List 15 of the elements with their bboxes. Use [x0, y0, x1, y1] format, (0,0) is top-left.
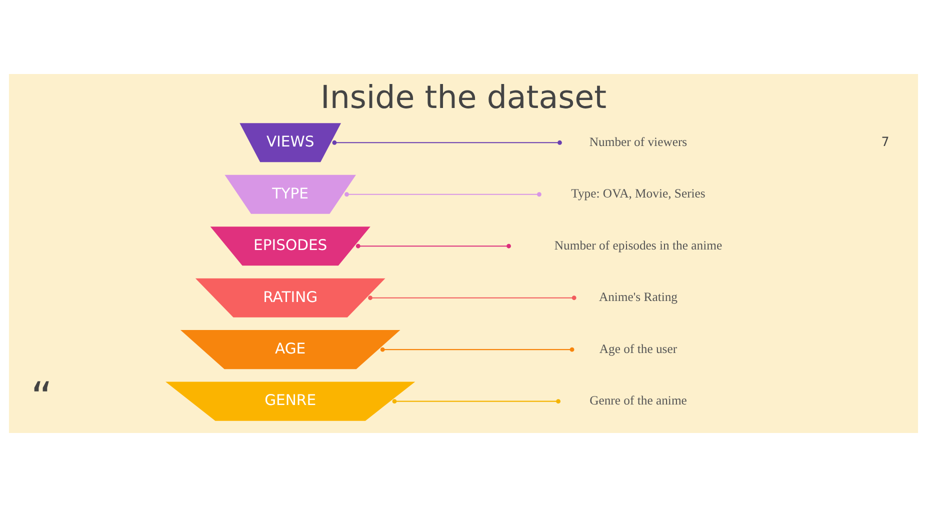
- connector: [368, 296, 576, 300]
- connector: [332, 140, 562, 145]
- node-text: Number of viewers: [589, 134, 688, 149]
- diagram-title: Inside the dataset: [320, 80, 607, 116]
- connector: [392, 399, 560, 404]
- node-text: Genre of the anime: [590, 394, 687, 408]
- connector: [344, 192, 542, 197]
- node-text: Number of episodes in the anime: [554, 238, 722, 252]
- label: 7: [881, 134, 890, 149]
- connector: [380, 347, 574, 352]
- connector: [356, 244, 511, 248]
- label: “: [30, 372, 53, 422]
- node-text: Anime's Rating: [598, 290, 678, 304]
- node-text: Age of the user: [599, 342, 678, 356]
- node-text: Type: OVA, Movie, Series: [571, 186, 706, 201]
